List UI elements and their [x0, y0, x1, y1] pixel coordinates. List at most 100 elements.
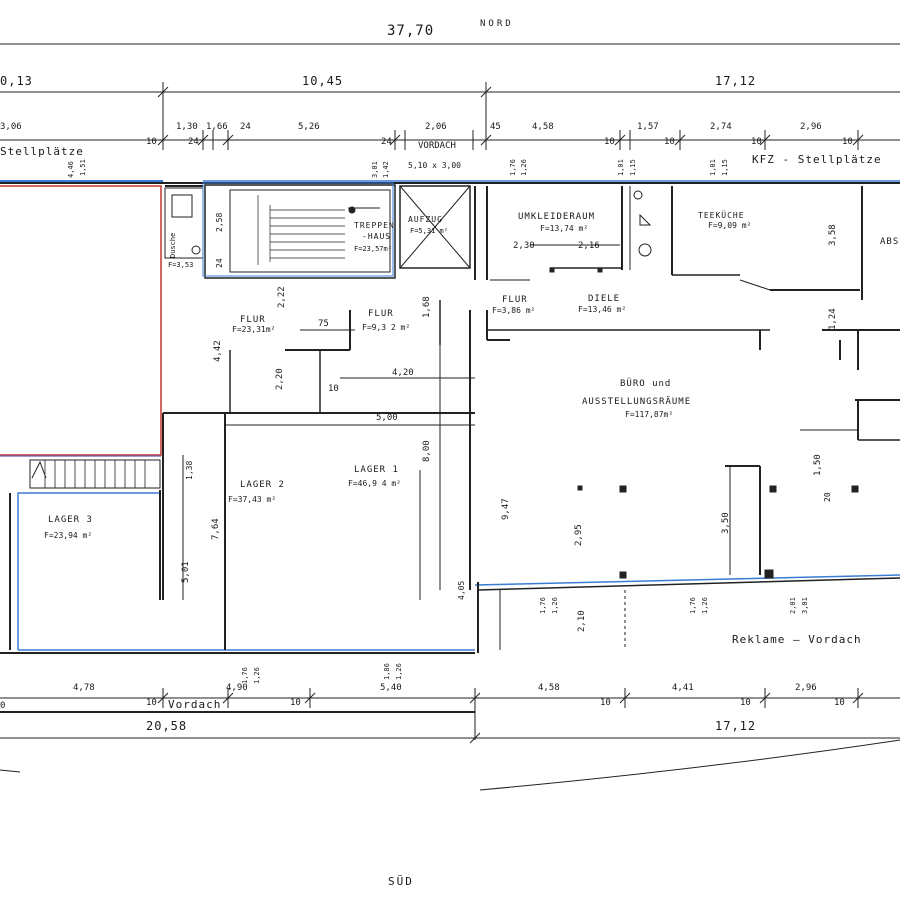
dim-bottom-lead0: 0	[0, 701, 6, 711]
room-umkleide-name: UMKLEIDERAUM	[518, 212, 596, 222]
dim-2-95: 2,95	[574, 524, 584, 546]
dim-bottom-20-58: 20,58	[146, 719, 188, 733]
overall-width-dimension: 37,70	[387, 23, 435, 39]
dim-10a: 10	[146, 137, 157, 147]
dim-1-76-mid-b: 1,76	[689, 597, 697, 614]
dim-1-68: 1,68	[422, 296, 432, 318]
dim-1-51: 1,51	[79, 159, 87, 176]
dim-1-66: 1,66	[206, 122, 228, 132]
dim-9-47: 9,47	[501, 498, 511, 520]
dim-24b: 24	[240, 122, 251, 132]
room-flur2-area: F=9,3 2 m²	[362, 323, 411, 332]
room-buero-name2: AUSSTELLUNGSRÄUME	[582, 397, 692, 407]
dim-bottom-10c: 10	[600, 698, 611, 708]
dim-2-10: 2,10	[577, 610, 587, 632]
dim-2-20: 2,20	[275, 368, 285, 390]
room-treppenhaus-area: F=23,57m²	[354, 245, 392, 253]
dim-5-01: 5,01	[181, 561, 191, 583]
dim-4-41: 4,41	[672, 683, 694, 693]
room-lager1-area: F=46,9 4 m²	[348, 479, 401, 488]
room-flur1-name: FLUR	[240, 315, 266, 325]
dim-24c: 24	[381, 137, 392, 147]
dim-1-01b: 1,01	[709, 159, 717, 176]
dim-5-26: 5,26	[298, 122, 320, 132]
dim-3-01b: 3,01	[801, 597, 809, 614]
vordach-top-label: VORDACH	[418, 141, 456, 151]
dim-bottom-4-58: 4,58	[538, 683, 560, 693]
room-flur2-name: FLUR	[368, 309, 394, 319]
dim-2-16: 2,16	[578, 241, 600, 251]
dim-10e: 10	[842, 137, 853, 147]
dim-45: 45	[490, 122, 501, 132]
room-aufzug-area: F=5,31 m²	[410, 227, 448, 235]
dim-2-01: 2,01	[789, 597, 797, 614]
dim-1-26-top: 1,26	[520, 159, 528, 176]
room-abs-name: ABS	[880, 237, 900, 247]
dim-10b: 10	[604, 137, 615, 147]
room-treppenhaus-name1: TREPPEN	[354, 221, 395, 230]
parking-right-label: KFZ - Stellplätze	[752, 153, 882, 166]
room-flur1-area: F=23,31m²	[232, 325, 276, 334]
room-dusche-name: Dusche	[169, 232, 177, 258]
south-label: SÜD	[388, 875, 414, 888]
dim-4-58: 4,58	[532, 122, 554, 132]
dim-1-50: 1,50	[813, 454, 823, 476]
dim-1-42: 1,42	[382, 161, 390, 178]
dim-bottom-2-96: 2,96	[795, 683, 817, 693]
dim-10c: 10	[664, 137, 675, 147]
room-lager2-name: LAGER 2	[240, 480, 285, 490]
vordach-top-size: 5,10 x 3,00	[408, 161, 461, 170]
room-buero-area: F=117,87m²	[625, 410, 674, 419]
dim-3-50: 3,50	[721, 512, 731, 534]
dim-1-38: 1,38	[185, 460, 194, 480]
room-lager3-area: F=23,94 m²	[44, 531, 93, 540]
dim-7-64: 7,64	[211, 518, 221, 540]
dim-2-06: 2,06	[425, 122, 447, 132]
room-diele-name: DIELE	[588, 294, 621, 304]
room-lager1-name: LAGER 1	[354, 465, 399, 475]
dim-1-01a: 1,01	[617, 159, 625, 176]
dim-1-15b: 1,15	[721, 159, 729, 176]
dim-8-00: 8,00	[422, 440, 432, 462]
room-lager3-name: LAGER 3	[48, 515, 93, 525]
room-umkleide-area: F=13,74 m²	[540, 224, 589, 233]
room-teekueche-name: TEEKÜCHE	[698, 211, 745, 220]
dim-bottom-10b: 10	[290, 698, 301, 708]
dim-4-20: 4,20	[392, 368, 414, 378]
dim-4-46: 4,46	[67, 161, 75, 178]
north-label: NORD	[480, 19, 514, 29]
dim-20: 20	[823, 492, 832, 502]
dim-4-90: 4,90	[226, 683, 248, 693]
dim-10-flur: 10	[328, 384, 339, 394]
dim-bottom-1-26: 1,26	[253, 667, 261, 684]
dim-3-58: 3,58	[828, 224, 838, 246]
room-teekueche-area: F=9,09 m²	[708, 221, 752, 230]
dim-2-96: 2,96	[800, 122, 822, 132]
dim-bottom-1-86: 1,86	[383, 663, 391, 680]
dim-1-76-top: 1,76	[509, 159, 517, 176]
dim-bottom-10e: 10	[834, 698, 845, 708]
dim-1-30: 1,30	[176, 122, 198, 132]
dim-bottom-1-26b: 1,26	[395, 663, 403, 680]
dim-seg-mid: 10,45	[302, 74, 344, 88]
dim-1-15a: 1,15	[629, 159, 637, 176]
parking-left-label: Stellplätze	[0, 145, 84, 158]
room-lager2-area: F=37,43 m²	[228, 495, 277, 504]
room-dusche-area: F=3,53	[168, 261, 194, 269]
room-diele-area: F=13,46 m²	[578, 305, 627, 314]
room-buero-name1: BÜRO und	[620, 379, 672, 389]
dim-seg-left: 0,13	[0, 74, 33, 88]
dim-bottom-10d: 10	[740, 698, 751, 708]
dim-1-26-mid-b: 1,26	[701, 597, 709, 614]
dim-5-00: 5,00	[376, 413, 398, 423]
dim-4-05: 4,05	[457, 580, 466, 600]
room-aufzug-name: AUFZUG	[408, 215, 443, 224]
dim-bottom-10a: 10	[146, 698, 157, 708]
dim-75: 75	[318, 319, 329, 329]
dim-1-24: 1,24	[828, 308, 838, 330]
dim-bottom-17-12: 17,12	[715, 719, 757, 733]
dim-3-06: 3,06	[0, 122, 22, 132]
room-treppenhaus-name2: -HAUS	[362, 232, 392, 241]
room-flur3-name: FLUR	[502, 295, 528, 305]
